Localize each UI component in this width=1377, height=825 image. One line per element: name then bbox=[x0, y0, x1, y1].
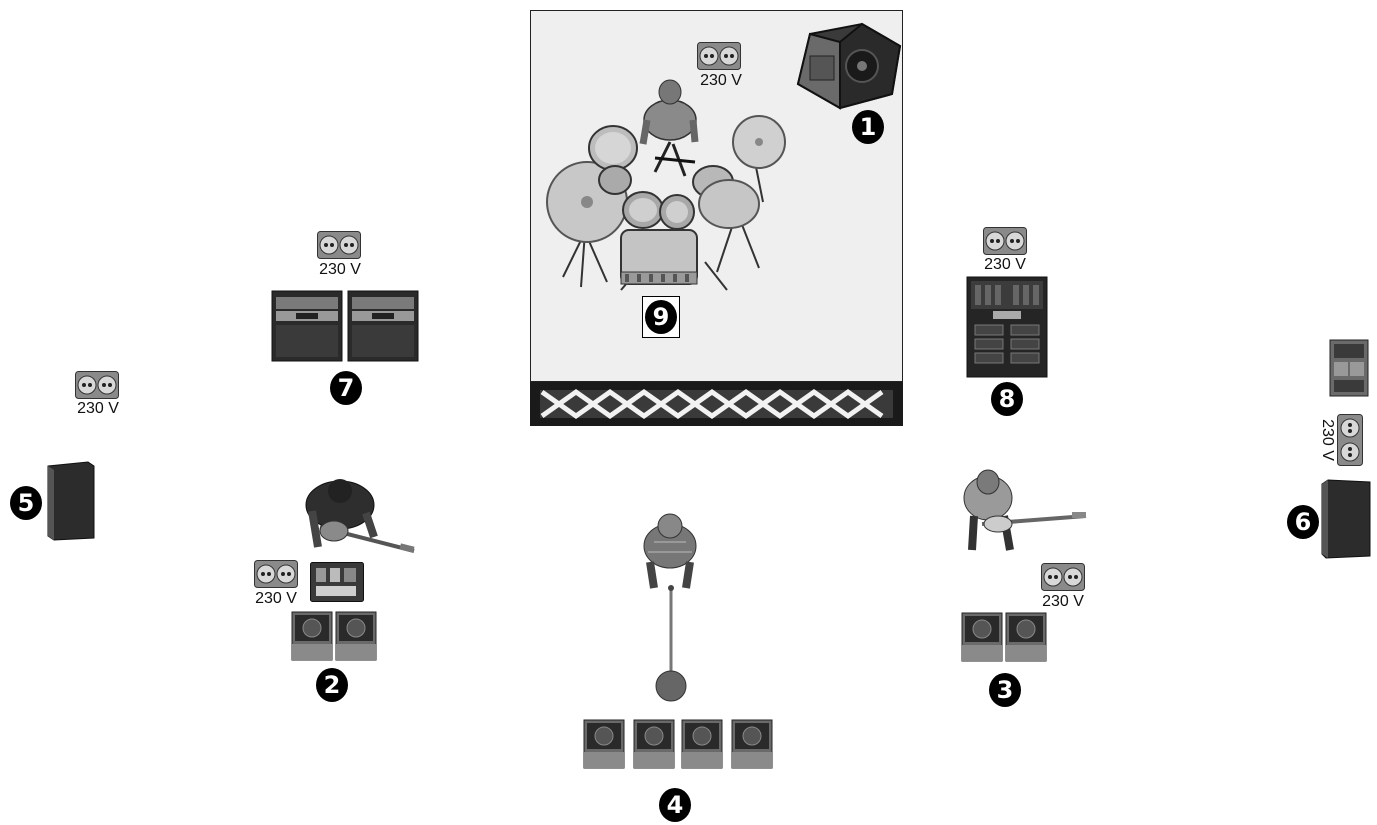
side-fill-rack bbox=[1329, 339, 1369, 397]
vocalist bbox=[640, 512, 700, 592]
power-outlet-guitar-right bbox=[1041, 563, 1085, 591]
position-badge-7: 7 bbox=[330, 371, 362, 405]
position-badge-8: 8 bbox=[991, 382, 1023, 416]
voltage-label-sidefill-left: 230 V bbox=[77, 400, 119, 417]
power-outlet-sidefill-right bbox=[1337, 414, 1363, 466]
riser-truss bbox=[530, 382, 903, 426]
power-outlet-amps bbox=[317, 231, 361, 259]
power-outlet-guitar-left bbox=[254, 560, 298, 588]
voltage-label-sidefill-right: 230 V bbox=[1319, 419, 1336, 461]
position-badge-5: 5 bbox=[10, 486, 42, 520]
position-badge-2: 2 bbox=[316, 668, 348, 702]
position-badge-3: 3 bbox=[989, 673, 1021, 707]
position-badge-9-frame: 9 bbox=[642, 296, 680, 338]
monitor-wedges-vocal bbox=[583, 719, 774, 770]
position-badge-1: 1 bbox=[852, 110, 884, 144]
pedalboard bbox=[310, 562, 364, 602]
mic-stand bbox=[654, 584, 688, 704]
guitar-amp-stacks bbox=[271, 290, 419, 362]
position-badge-4: 4 bbox=[659, 788, 691, 822]
drum-kit bbox=[545, 72, 795, 294]
voltage-label-guitar-right: 230 V bbox=[1042, 593, 1084, 610]
voltage-label-guitar-left: 230 V bbox=[255, 590, 297, 607]
drum-monitor-wedge bbox=[796, 22, 906, 112]
guitarist-right bbox=[962, 466, 1090, 556]
voltage-label-amps: 230 V bbox=[319, 261, 361, 278]
power-outlet-sidefill-left bbox=[75, 371, 119, 399]
bass-amp bbox=[966, 276, 1048, 378]
guitarist-left bbox=[296, 477, 420, 557]
position-badge-9: 9 bbox=[645, 300, 677, 334]
side-fill-left bbox=[47, 461, 96, 541]
position-badge-6: 6 bbox=[1287, 505, 1319, 539]
monitor-wedges-left bbox=[291, 611, 378, 661]
monitor-wedges-right bbox=[961, 612, 1048, 662]
side-fill-right bbox=[1321, 479, 1372, 559]
voltage-label-bass: 230 V bbox=[984, 256, 1026, 273]
power-outlet-bass bbox=[983, 227, 1027, 255]
voltage-label-drums: 230 V bbox=[700, 72, 742, 89]
power-outlet-drums bbox=[697, 42, 741, 70]
